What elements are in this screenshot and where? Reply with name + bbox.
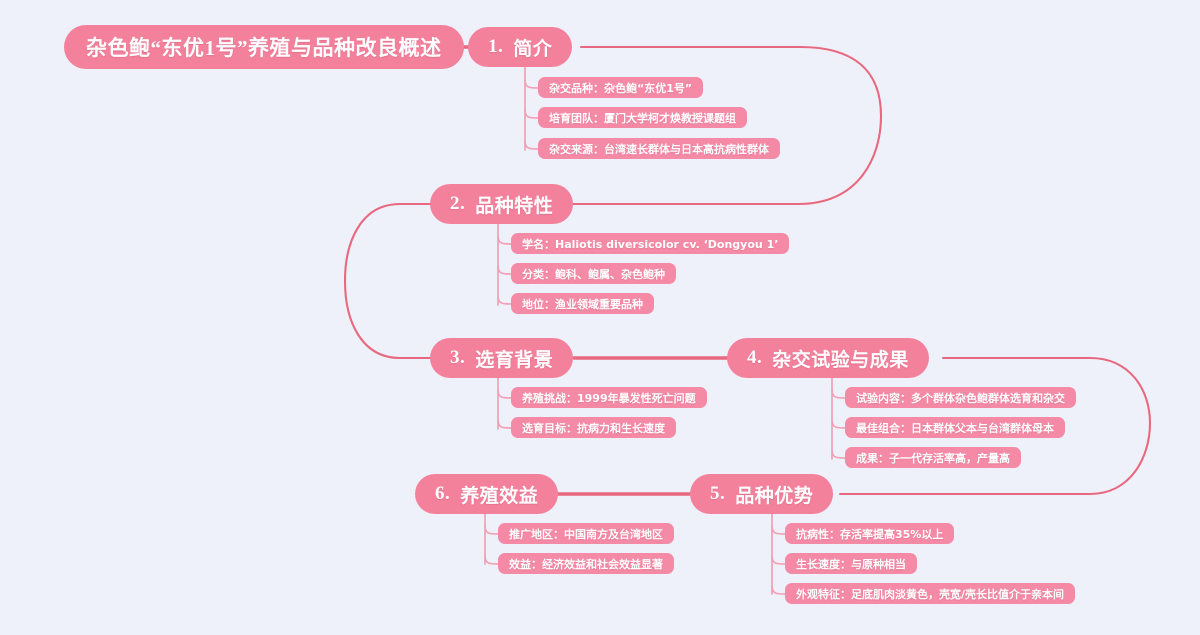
link-6-child-0 [484,525,499,535]
link-2-child-1 [497,265,512,275]
branch-label-1: 简介 [513,38,553,60]
branch-number-2: 2. [450,193,466,214]
leaf-label-1-2: 培育团队：厦门大学柯才焕教授课题组 [549,111,736,125]
branch-number-6: 6. [435,483,451,504]
branch-label-2: 品种特性 [475,195,554,217]
branch-label-6: 养殖效益 [460,485,539,507]
link-2-child-0 [497,235,512,245]
leaf-label-2-3: 地位：渔业领域重要品种 [522,297,643,311]
branch-number-4: 4. [747,347,763,368]
leaf-node-1-3[interactable]: 杂交来源：台湾速长群体与日本高抗病性群体 [538,138,780,159]
leaf-node-3-2[interactable]: 选育目标：抗病力和生长速度 [511,417,676,438]
leaf-node-6-2[interactable]: 效益：经济效益和社会效益显著 [498,553,674,574]
leaf-node-2-2[interactable]: 分类：鲍科、鲍属、杂色鲍种 [511,263,676,284]
leaf-label-3-2: 选育目标：抗病力和生长速度 [522,421,665,435]
leaf-label-2-1: 学名：Haliotis diversicolor cv. ‘Dongyou 1’ [522,237,779,251]
link-4-child-0 [831,389,846,399]
leaf-node-4-1[interactable]: 试验内容：多个群体杂色鲍群体选育和杂交 [845,387,1076,408]
leaf-node-2-3[interactable]: 地位：渔业领域重要品种 [511,293,654,314]
leaf-label-5-3: 外观特征：足底肌肉淡黄色，壳宽/壳长比值介于亲本间 [796,587,1065,601]
link-2-to-3 [343,202,432,360]
branch-node-1[interactable]: 1. 简介 [468,27,573,67]
leaf-node-6-1[interactable]: 推广地区：中国南方及台湾地区 [498,523,674,544]
branch-node-5[interactable]: 5. 品种优势 [690,474,834,514]
branch-node-4[interactable]: 4. 杂交试验与成果 [727,338,929,378]
leaf-label-4-2: 最佳组合：日本群体父本与台湾群体母本 [856,421,1054,435]
link-1-child-1 [524,109,539,119]
link-5-child-1 [771,555,786,565]
root-node[interactable]: 杂色鲍“东优1号”养殖与品种改良概述 [64,25,464,69]
leaf-label-5-1: 抗病性：存活率提高35%以上 [796,527,944,541]
branch-label-3: 选育背景 [475,349,554,371]
branch-label-4: 杂交试验与成果 [772,349,909,371]
leaf-node-5-2[interactable]: 生长速度：与原种相当 [785,553,917,574]
branch-number-5: 5. [710,483,726,504]
leaf-label-4-1: 试验内容：多个群体杂色鲍群体选育和杂交 [856,391,1065,405]
link-1-child-2 [524,140,539,150]
leaf-label-1-3: 杂交来源：台湾速长群体与日本高抗病性群体 [549,142,769,156]
leaf-node-1-2[interactable]: 培育团队：厦门大学柯才焕教授课题组 [538,107,747,128]
link-1-child-0 [524,79,539,89]
branch-number-1: 1. [488,36,504,57]
leaf-node-1-1[interactable]: 杂交品种：杂色鲍“东优1号” [538,77,704,98]
link-3-child-0 [497,389,512,399]
branch-number-3: 3. [450,347,466,368]
leaf-label-1-1: 杂交品种：杂色鲍“东优1号” [549,81,693,95]
branch-label-5: 品种优势 [735,485,814,507]
leaf-node-4-2[interactable]: 最佳组合：日本群体父本与台湾群体母本 [845,417,1065,438]
branch-node-3[interactable]: 3. 选育背景 [430,338,574,378]
link-4-child-1 [831,419,846,429]
leaf-label-4-3: 成果：子一代存活率高，产量高 [856,451,1010,465]
link-5-child-2 [771,585,786,595]
leaf-label-2-2: 分类：鲍科、鲍属、杂色鲍种 [522,267,665,281]
leaf-label-3-1: 养殖挑战：1999年暴发性死亡问题 [522,391,696,405]
leaf-node-4-3[interactable]: 成果：子一代存活率高，产量高 [845,447,1021,468]
leaf-node-5-3[interactable]: 外观特征：足底肌肉淡黄色，壳宽/壳长比值介于亲本间 [785,583,1076,604]
root-node-label: 杂色鲍“东优1号”养殖与品种改良概述 [86,36,442,60]
branch-node-2[interactable]: 2. 品种特性 [430,184,574,224]
leaf-node-2-1[interactable]: 学名：Haliotis diversicolor cv. ‘Dongyou 1’ [511,233,790,254]
leaf-node-3-1[interactable]: 养殖挑战：1999年暴发性死亡问题 [511,387,707,408]
link-6-child-1 [484,555,499,565]
leaf-label-6-2: 效益：经济效益和社会效益显著 [509,557,663,571]
branch-node-6[interactable]: 6. 养殖效益 [415,474,559,514]
leaf-label-5-2: 生长速度：与原种相当 [796,557,906,571]
link-2-child-2 [497,295,512,305]
link-5-child-0 [771,525,786,535]
link-3-child-1 [497,419,512,429]
link-4-child-2 [831,449,846,459]
leaf-label-6-1: 推广地区：中国南方及台湾地区 [509,527,663,541]
leaf-node-5-1[interactable]: 抗病性：存活率提高35%以上 [785,523,955,544]
